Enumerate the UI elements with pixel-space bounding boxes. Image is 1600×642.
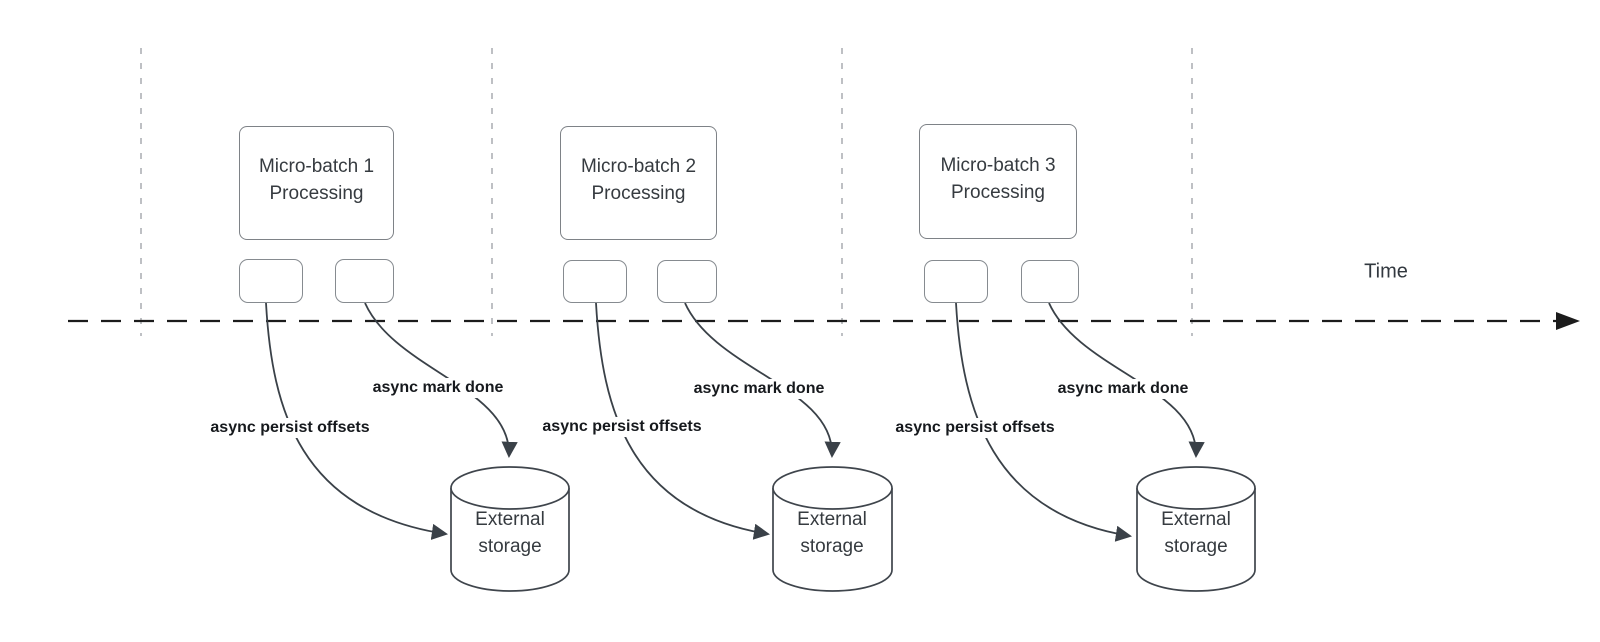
time-axis-label: Time <box>1364 260 1408 283</box>
timeline-axis <box>68 312 1580 330</box>
persist-offsets-label-1: async persist offsets <box>207 418 373 438</box>
cylinder-body-3 <box>1136 488 1256 592</box>
micro-batch-1-processing-box: Micro-batch 1 Processing <box>239 126 394 240</box>
database-cylinder-icon-1 <box>450 466 570 592</box>
mark-done-label-1: async mark done <box>369 378 507 398</box>
micro-batch-3-title-line2: Processing <box>951 181 1045 203</box>
external-storage-line1: External <box>1161 509 1231 530</box>
persist-offsets-arrow-2 <box>595 302 770 540</box>
cylinder-body-1 <box>450 488 570 592</box>
external-storage-line1: External <box>475 509 545 530</box>
mark-done-task-box-3 <box>1021 260 1079 303</box>
mark-done-label-2: async mark done <box>690 379 828 399</box>
external-storage-label-2: External storage <box>762 506 902 560</box>
external-storage-label-3: External storage <box>1126 506 1266 560</box>
external-storage-line2: storage <box>800 536 864 557</box>
storage-cylinders <box>450 466 1256 592</box>
time-interval-guides <box>140 48 1193 336</box>
database-cylinder-icon-3 <box>1136 466 1256 592</box>
micro-batch-3-title-line1: Micro-batch 3 <box>940 154 1056 176</box>
persist-offsets-arrow-1 <box>265 302 449 540</box>
cylinder-top-3 <box>1136 466 1256 510</box>
external-storage-label-1: External storage <box>440 506 580 560</box>
mark-done-task-box-1 <box>335 259 394 303</box>
micro-batch-2-processing-box: Micro-batch 2 Processing <box>560 126 717 240</box>
persist-offsets-task-box-2 <box>563 260 627 303</box>
external-storage-line1: External <box>797 509 867 530</box>
micro-batch-1-title-line2: Processing <box>269 183 364 204</box>
mark-done-task-box-2 <box>657 260 717 303</box>
micro-batch-2-title-line2: Processing <box>591 183 686 204</box>
micro-batch-2-title-line1: Micro-batch 2 <box>580 156 697 177</box>
cylinder-top-2 <box>772 466 893 510</box>
mark-done-label-3: async mark done <box>1054 379 1192 399</box>
micro-batch-1-title-line1: Micro-batch 1 <box>258 156 375 177</box>
persist-offsets-task-box-3 <box>924 260 988 303</box>
persist-offsets-task-box-1 <box>239 259 303 303</box>
persist-offsets-arrow-3 <box>955 302 1132 542</box>
timeline-arrowhead-icon <box>1556 312 1580 330</box>
persist-offsets-label-2: async persist offsets <box>539 417 705 437</box>
external-storage-line2: storage <box>1164 536 1228 557</box>
persist-offsets-label-3: async persist offsets <box>892 418 1058 438</box>
cylinder-top-1 <box>450 466 570 510</box>
micro-batch-3-processing-box: Micro-batch 3 Processing <box>919 124 1077 239</box>
external-storage-line2: storage <box>478 536 542 557</box>
cylinder-body-2 <box>772 488 893 592</box>
database-cylinder-icon-2 <box>772 466 893 592</box>
